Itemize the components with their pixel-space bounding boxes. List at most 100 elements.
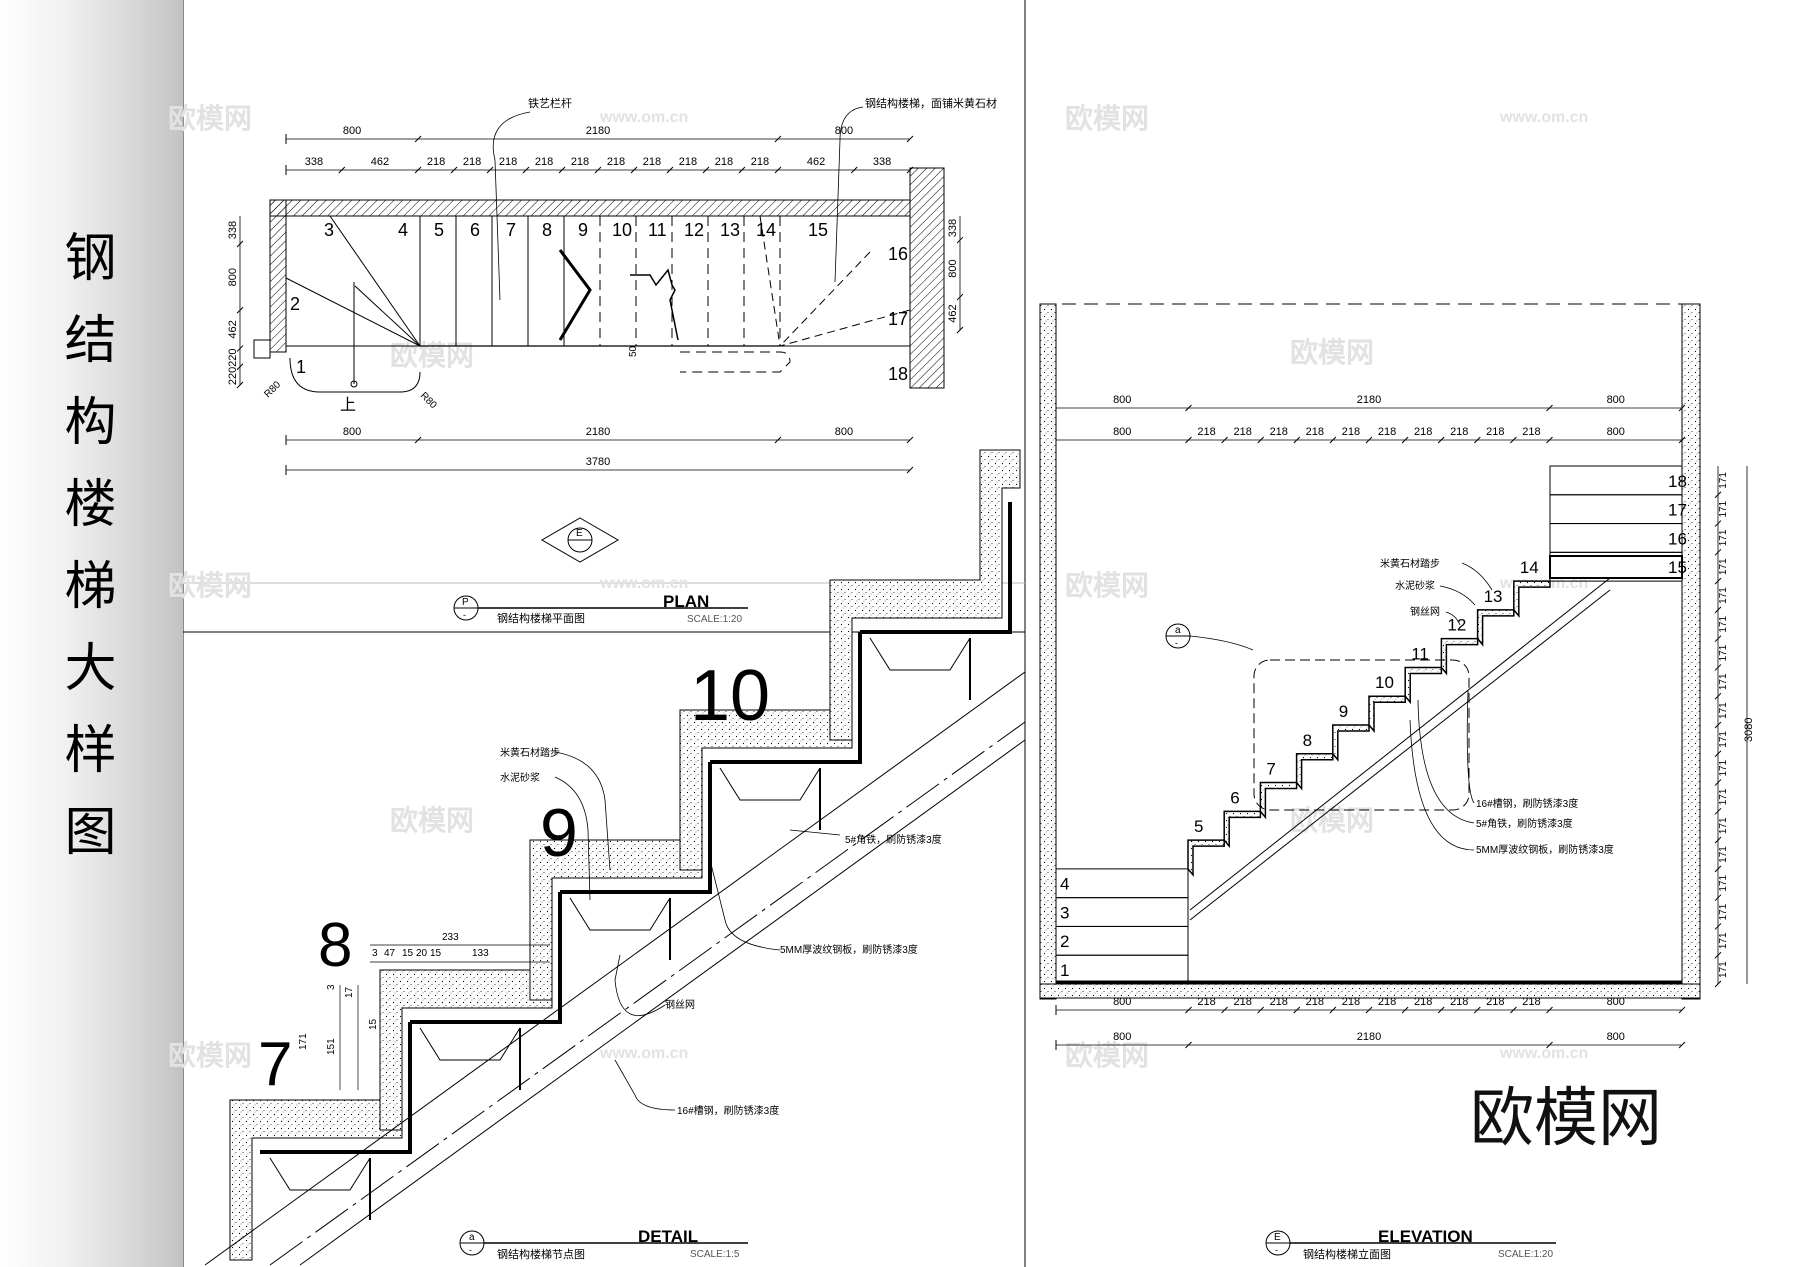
plan-dim-text: 218 [499,156,517,168]
dim-tick [338,166,346,174]
elev-landing-step [1055,897,1189,927]
dim-tick [1221,436,1228,444]
elev-step-number: 14 [1520,558,1539,577]
plan-step-number: 4 [398,220,408,240]
elev-dim-text: 218 [1450,426,1468,438]
watermark-brand: 欧模网 [390,340,474,371]
elev-flight-step [1440,637,1479,676]
elev-flight-step [1223,810,1262,849]
elev-dim-text: 218 [1378,426,1396,438]
elev-dim-text: 218 [1233,426,1251,438]
detail-callouts: 米黄石材踏步 水泥砂浆 5#角铁，刷防锈漆3度 5MM厚波纹钢板，刷防锈漆3度 … [500,746,942,1117]
detail-angle-iron [269,1157,371,1191]
big-watermark-logo: 欧模网 [1470,1082,1662,1154]
detail-angle-iron [719,767,821,801]
elev-landing-step [1549,523,1683,553]
elev-landing-step [1055,925,1189,956]
elev-landing-step [1055,954,1189,985]
svg-text:a: a [469,1232,475,1243]
detail-angle-iron [419,1027,521,1061]
dim-tick [906,466,914,474]
dim-tick [414,436,422,444]
dim-tick [906,436,914,444]
elev-dim-total: 3080 [1743,718,1755,742]
detail-label-channel: 16#槽钢，刷防锈漆3度 [677,1104,779,1117]
elev-step-number: 15 [1668,558,1687,577]
sheet-title: 钢结构楼梯大样图 [55,230,115,886]
plan-step-number: 10 [612,220,632,240]
dim-tick [1714,980,1722,988]
elev-dim-text: 218 [1270,996,1288,1008]
plan-elevation-marker: E [541,517,619,563]
elev-label-mortar: 水泥砂浆 [1395,579,1435,592]
detail-step-number: 7 [258,1030,292,1099]
detail-steel-plate [410,892,562,1024]
plan-step-number: 2 [290,294,300,314]
plan-dim-text: 218 [715,156,733,168]
svg-text:171: 171 [298,1033,309,1050]
detail-angle-iron [569,897,671,931]
dim-tick [906,135,914,143]
dim-tick [236,363,244,371]
elevation-scale: SCALE:1:20 [1498,1249,1553,1260]
elev-label-angle: 5#角铁，刷防锈漆3度 [1476,817,1573,830]
elev-riser-dim: 171 [1718,673,1729,690]
dim-tick [1714,836,1722,844]
dim-tick [1185,436,1192,444]
elev-riser-dim: 171 [1718,472,1729,489]
detail-steel-plate [860,502,1012,634]
plan-start-curve [289,357,421,393]
elev-riser-dim: 171 [1718,788,1729,805]
plan-winder-line-dashed [779,251,871,347]
dim-tick [738,166,746,174]
elev-step-number: 16 [1668,529,1687,548]
elev-riser-dim: 171 [1718,731,1729,748]
plan-dim-text: 218 [751,156,769,168]
detail-channel-line [299,739,1026,1266]
plan-step-number: 7 [506,220,516,240]
plan-winder-line [329,215,421,347]
dim-tick [1714,520,1722,527]
plan-title-en: PLAN [663,592,709,611]
elev-flight-step [1513,580,1551,618]
dim-tick [1714,865,1722,873]
dim-tick [1293,1006,1301,1014]
elev-flight-step [1259,781,1298,820]
dim-tick [1714,779,1722,786]
elev-step-number: 11 [1411,644,1429,663]
elev-dim-text: 218 [1197,426,1215,438]
dim-tick [1221,1006,1228,1014]
dim-tick [414,135,422,143]
plan-dim-text: 800 [835,426,853,438]
elev-riser-dim: 171 [1718,874,1729,891]
elev-riser-dim: 171 [1718,587,1729,604]
plan-dim-text: 218 [679,156,697,168]
plan-winder-line-dashed [759,215,781,347]
dim-tick [1473,1006,1481,1014]
plan-step-number: 8 [542,220,552,240]
plan-dim-text: 3780 [586,456,610,468]
dim-tick [1185,1041,1192,1049]
plan-dim-row: 3780 [285,456,914,475]
plan-dim-text: 2180 [586,125,610,137]
elev-dim-text: 218 [1414,426,1432,438]
elev-dim-text: 218 [1414,996,1432,1008]
elev-step-number: 10 [1375,673,1394,692]
dim-tick [1365,1006,1373,1014]
plan-dim-text: 462 [371,156,389,168]
dim-tick [630,166,638,174]
detail-step-number: 10 [690,656,770,736]
elev-dim-text: 218 [1342,426,1360,438]
plan-left-wall [269,199,287,353]
dim-tick [956,236,964,244]
plan-treads [285,215,911,347]
plan-label-up: 上 [340,396,356,414]
dim-tick [1510,436,1517,444]
dim-tick [1714,635,1722,643]
elev-step-number: 3 [1060,903,1069,922]
